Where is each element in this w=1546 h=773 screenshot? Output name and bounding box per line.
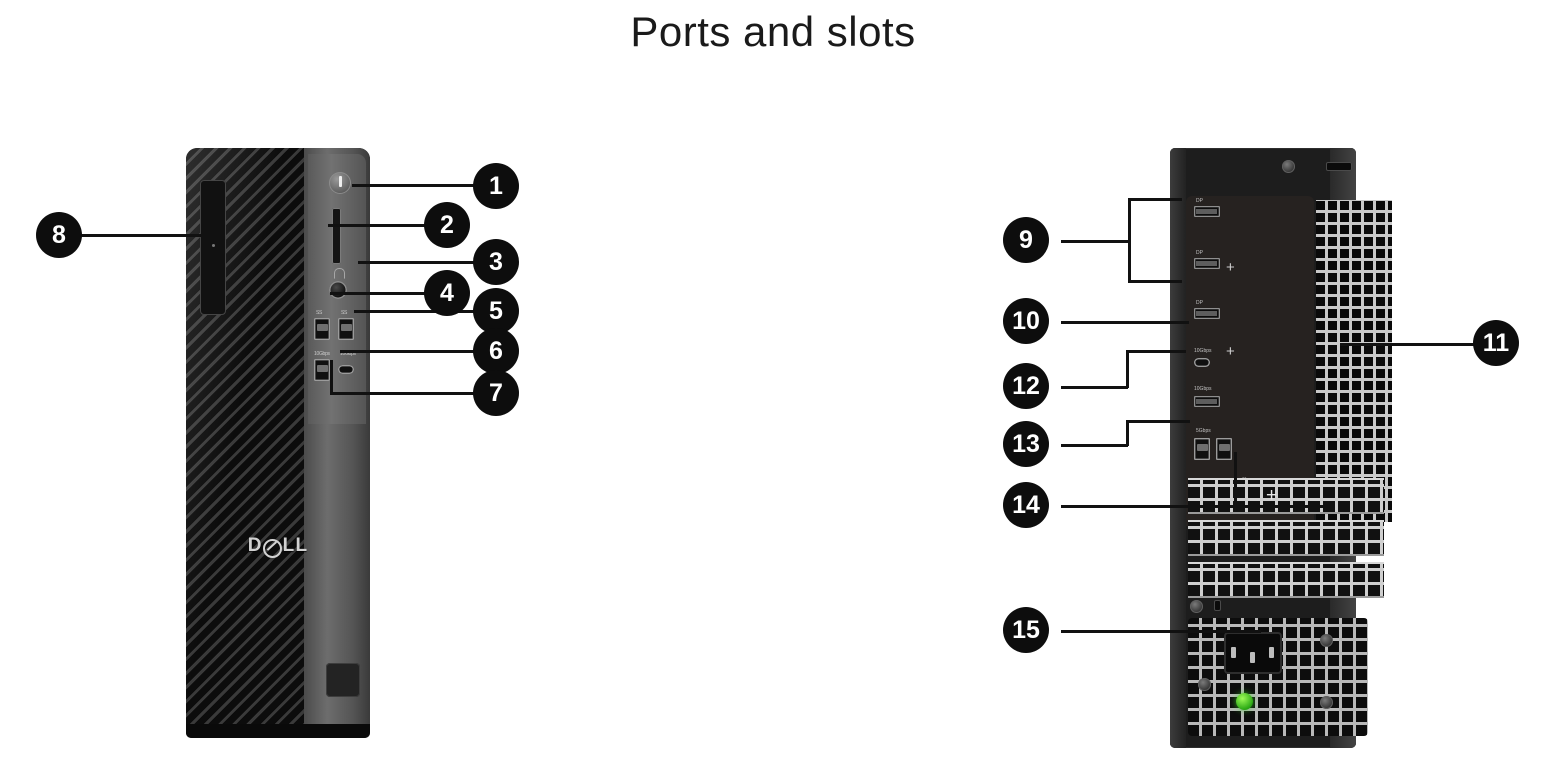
leader-line-7 — [330, 392, 480, 395]
rear-vent-grid — [1316, 200, 1392, 522]
rear-screw-left — [1190, 600, 1203, 613]
psu-diagnostic-light — [1236, 693, 1253, 710]
displayport-3[interactable] — [1194, 308, 1220, 319]
ac-pin-left — [1231, 647, 1236, 658]
usb-a-port-left[interactable] — [314, 318, 330, 340]
leader-line-7-v — [330, 360, 333, 394]
usb-label-3: 10Gbps — [314, 351, 330, 357]
leader-line-11 — [1340, 343, 1476, 346]
callout-badge-15[interactable]: 15 — [1003, 607, 1049, 653]
usb-c-port[interactable] — [338, 365, 354, 374]
psu-screw-2 — [1198, 678, 1211, 691]
callout-badge-6[interactable]: 6 — [473, 328, 519, 374]
usb-label-2: SS — [341, 310, 348, 316]
leader-line-10 — [1061, 321, 1189, 324]
ac-pin-center — [1250, 652, 1255, 663]
leader-line-5 — [354, 310, 480, 313]
leader-line-6 — [340, 350, 480, 353]
dell-logo-e — [263, 538, 283, 558]
usb-upper-label: 10Gbps — [1194, 386, 1212, 392]
leader-line-3 — [358, 261, 480, 264]
dp-label-3: DP — [1196, 300, 1203, 306]
rear-screw-top — [1282, 160, 1295, 173]
leader-line-1 — [352, 184, 480, 187]
headset-jack[interactable] — [329, 281, 347, 299]
leader-line-14 — [1061, 505, 1327, 508]
usb-a-port-rear-1[interactable] — [1194, 396, 1220, 407]
rear-mark-top: + — [1226, 259, 1235, 276]
leader-line-9 — [1061, 240, 1129, 243]
psu-screw-1 — [1320, 634, 1333, 647]
front-bezel-dot — [212, 244, 215, 247]
leader-line-8 — [80, 234, 210, 237]
callout-badge-4[interactable]: 4 — [424, 270, 470, 316]
callout-badge-7[interactable]: 7 — [473, 370, 519, 416]
usb-a-port-rear-3[interactable] — [1216, 438, 1232, 460]
usbc-label-rear: 10Gbps — [1194, 348, 1212, 354]
callout-badge-9[interactable]: 9 — [1003, 217, 1049, 263]
rear-left-rail — [1170, 148, 1186, 748]
expansion-slot-2[interactable] — [1188, 520, 1384, 556]
rear-top-slot — [1326, 162, 1352, 171]
callout-badge-10[interactable]: 10 — [1003, 298, 1049, 344]
leader-line-15 — [1061, 630, 1261, 633]
expansion-slot-mark: + — [1266, 485, 1278, 506]
leader-line-9-top — [1128, 198, 1182, 201]
rear-view-illustration: + + DP DP DP 10Gbps 10Gbps 5Gbps USB-C ☷… — [1170, 148, 1392, 748]
callout-badge-2[interactable]: 2 — [424, 202, 470, 248]
front-bezel-slot — [200, 180, 226, 315]
usb-c-port-rear[interactable] — [1194, 358, 1210, 367]
usb-label-4: 10Gbps — [340, 351, 356, 357]
ac-pin-right — [1269, 647, 1274, 658]
power-icon — [338, 176, 342, 187]
headset-icon — [334, 268, 345, 279]
usb-a-port-right[interactable] — [338, 318, 354, 340]
callout-badge-13[interactable]: 13 — [1003, 421, 1049, 467]
callout-badge-3[interactable]: 3 — [473, 239, 519, 285]
psu-screw-3 — [1320, 696, 1333, 709]
usb-a-port-lower[interactable] — [314, 359, 330, 381]
callout-badge-14[interactable]: 14 — [1003, 482, 1049, 528]
leader-line-13 — [1061, 444, 1128, 447]
leader-line-4 — [330, 292, 432, 295]
sd-card-slot[interactable] — [332, 208, 341, 264]
leader-line-14-v — [1234, 452, 1237, 506]
leader-line-12-top — [1126, 350, 1186, 353]
front-corner-badge — [326, 663, 360, 697]
leader-line-12-bracket — [1126, 350, 1129, 388]
rear-chassis: + + DP DP DP 10Gbps 10Gbps 5Gbps USB-C ☷… — [1170, 148, 1392, 748]
power-connector[interactable] — [1224, 632, 1282, 674]
callout-badge-1[interactable]: 1 — [473, 163, 519, 209]
callout-badge-8[interactable]: 8 — [36, 212, 82, 258]
leader-line-12 — [1061, 386, 1128, 389]
leader-line-2 — [328, 224, 432, 227]
leader-line-9-bracket — [1128, 198, 1131, 282]
callout-badge-5[interactable]: 5 — [473, 288, 519, 334]
dp-label-1: DP — [1196, 198, 1203, 204]
rear-mark-mid: + — [1226, 343, 1235, 360]
usb-a-port-rear-2[interactable] — [1194, 438, 1210, 460]
usb-label-1: SS — [316, 310, 323, 316]
displayport-1[interactable] — [1194, 206, 1220, 217]
front-foot — [186, 724, 370, 738]
expansion-slot-3[interactable] — [1188, 562, 1384, 598]
usb-group-label: 5Gbps — [1196, 428, 1211, 434]
expansion-slots[interactable] — [1188, 478, 1384, 514]
leader-line-13-bracket — [1126, 420, 1129, 446]
callout-badge-11[interactable]: 11 — [1473, 320, 1519, 366]
leader-line-9-bottom — [1128, 280, 1182, 283]
power-button[interactable] — [329, 172, 351, 194]
leader-line-13-top — [1126, 420, 1190, 423]
dp-label-2: DP — [1196, 250, 1203, 256]
callout-badge-12[interactable]: 12 — [1003, 363, 1049, 409]
rear-small-slot — [1214, 600, 1221, 611]
displayport-2[interactable] — [1194, 258, 1220, 269]
page-title: Ports and slots — [630, 8, 916, 55]
